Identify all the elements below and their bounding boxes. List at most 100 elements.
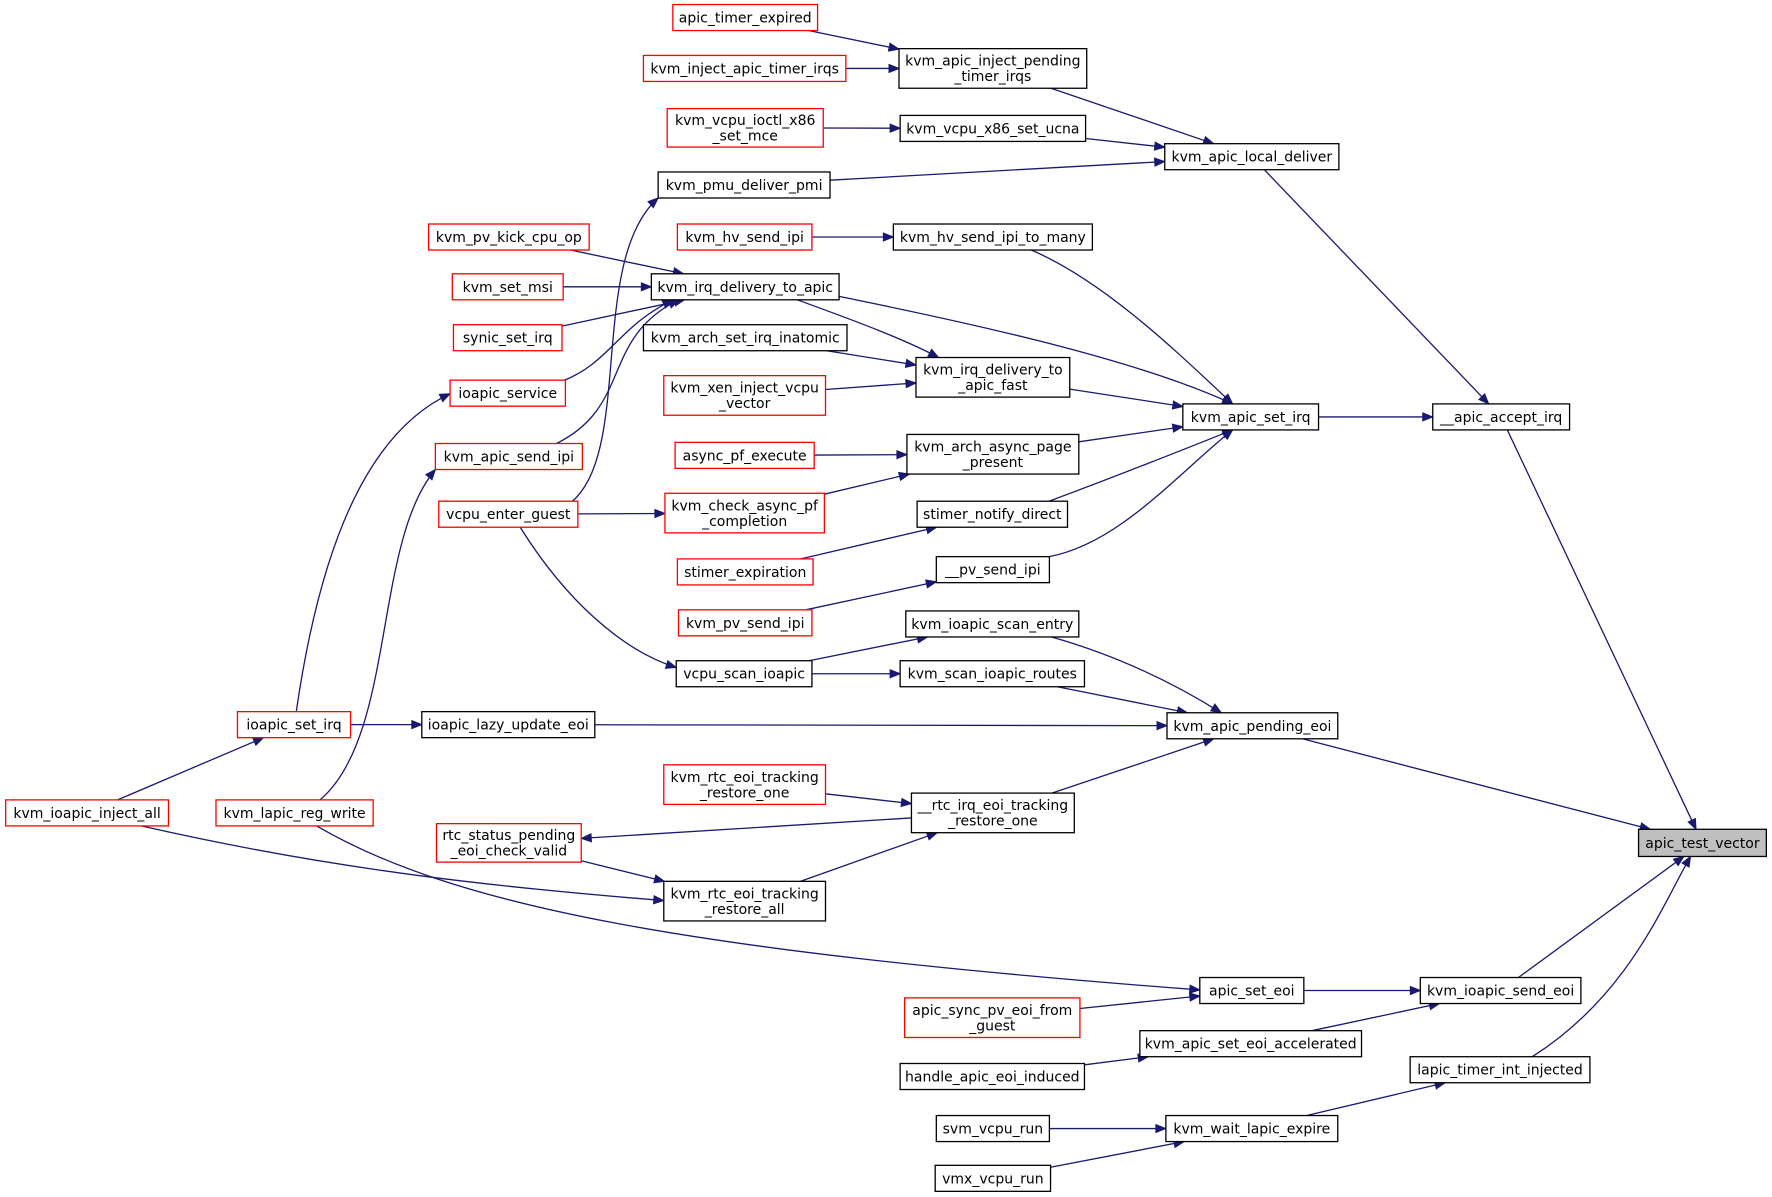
function-node-ioapic-set-irq[interactable]: ioapic_set_irq	[236, 710, 352, 739]
arrowhead	[1153, 141, 1167, 151]
node-label: kvm_irq_delivery_to_apic	[657, 280, 833, 296]
edge-line	[808, 636, 928, 662]
function-node-kvm-hv-send-ipi-to-many[interactable]: kvm_hv_send_ipi_to_many	[892, 223, 1094, 251]
arrowhead	[411, 719, 424, 730]
arrowhead	[438, 393, 452, 403]
node-box	[421, 710, 596, 739]
call-edge	[1302, 738, 1652, 832]
arrowhead	[647, 197, 660, 209]
call-edge	[1263, 169, 1490, 405]
node-box	[676, 558, 814, 586]
function-node-kvm-apic-set-eoi-accelerated[interactable]: kvm_apic_set_eoi_accelerated	[1139, 1030, 1363, 1058]
function-node-kvm-ioapic-send-eoi[interactable]: kvm_ioapic_send_eoi	[1419, 976, 1582, 1005]
call-edge	[845, 63, 901, 74]
function-node-stimer-expiration[interactable]: stimer_expiration	[676, 558, 814, 586]
call-edge	[1079, 992, 1202, 1010]
function-node-apic-sync-pv-eoi-from-guest[interactable]: apic_sync_pv_eoi_from_guest	[904, 997, 1081, 1039]
function-node-synic-set-irq[interactable]: synic_set_irq	[452, 324, 563, 352]
arrowhead	[882, 232, 895, 242]
function-node-rtc-irq-eoi-tracking-restore-one[interactable]: __rtc_irq_eoi_tracking_restore_one	[910, 792, 1075, 834]
node-label: kvm_scan_ioapic_routes	[908, 667, 1077, 683]
arrowhead	[653, 874, 666, 884]
function-node-kvm-pmu-deliver-pmi[interactable]: kvm_pmu_deliver_pmi	[657, 171, 831, 199]
call-edge	[808, 634, 929, 662]
call-edge	[825, 378, 918, 391]
function-node-vcpu-scan-ioapic[interactable]: vcpu_scan_ioapic	[675, 660, 813, 688]
function-node-kvm-apic-set-irq[interactable]: kvm_apic_set_irq	[1182, 403, 1320, 431]
function-node-apic-timer-expired[interactable]: apic_timer_expired	[672, 3, 819, 32]
function-node-apic-accept-irq[interactable]: __apic_accept_irq	[1432, 403, 1571, 431]
node-label: __rtc_irq_eoi_tracking	[917, 798, 1069, 814]
function-node-kvm-arch-set-irq-inatomic[interactable]: kvm_arch_set_irq_inatomic	[642, 324, 848, 352]
function-node-lapic-timer-int-injected[interactable]: lapic_timer_int_injected	[1409, 1056, 1591, 1084]
function-node-kvm-arch-async-page-present[interactable]: kvm_arch_async_page_present	[906, 433, 1080, 475]
function-node-kvm-apic-pending-eoi[interactable]: kvm_apic_pending_eoi	[1166, 712, 1339, 740]
function-node-kvm-ioapic-inject-all[interactable]: kvm_ioapic_inject_all	[5, 799, 170, 827]
function-node-kvm-rtc-eoi-tracking-restore-one[interactable]: kvm_rtc_eoi_tracking_restore_one	[663, 764, 827, 806]
function-node-rtc-status-pending-eoi-check-valid[interactable]: rtc_status_pending_eoi_check_valid	[435, 822, 582, 863]
function-node-async-pf-execute[interactable]: async_pf_execute	[674, 441, 815, 470]
arrowhead	[888, 63, 901, 74]
function-node-apic-test-vector[interactable]: apic_test_vector	[1637, 828, 1767, 858]
function-node-kvm-irq-delivery-to-apic[interactable]: kvm_irq_delivery_to_apic	[650, 273, 840, 301]
function-node-kvm-inject-apic-timer-irqs[interactable]: kvm_inject_apic_timer_irqs	[642, 54, 847, 83]
edge-line	[1079, 995, 1200, 1010]
function-node-kvm-apic-local-deliver[interactable]: kvm_apic_local_deliver	[1164, 143, 1340, 171]
edge-line	[1049, 429, 1234, 558]
call-edge	[800, 831, 939, 882]
node-label: async_pf_execute	[683, 448, 807, 464]
node-box	[906, 433, 1080, 475]
function-node-kvm-set-msi[interactable]: kvm_set_msi	[451, 273, 564, 301]
call-edge	[579, 817, 912, 843]
node-box	[434, 442, 584, 471]
function-node-kvm-apic-send-ipi[interactable]: kvm_apic_send_ipi	[434, 442, 584, 471]
function-node-kvm-wait-lapic-expire[interactable]: kvm_wait_lapic_expire	[1165, 1114, 1339, 1143]
function-node-stimer-notify-direct[interactable]: stimer_notify_direct	[916, 500, 1069, 528]
node-label: kvm_apic_send_ipi	[444, 450, 574, 466]
arrowhead	[251, 737, 265, 747]
arrowhead	[654, 508, 667, 519]
edge-line	[117, 737, 264, 801]
function-node-kvm-scan-ioapic-routes[interactable]: kvm_scan_ioapic_routes	[899, 660, 1086, 688]
node-box	[663, 880, 827, 922]
call-edge	[1057, 686, 1189, 716]
function-node-vcpu-enter-guest[interactable]: vcpu_enter_guest	[438, 500, 579, 528]
function-node-svm-vcpu-run[interactable]: svm_vcpu_run	[935, 1114, 1051, 1143]
call-edge	[1518, 855, 1685, 979]
call-edge	[577, 508, 667, 519]
function-node-pv-send-ipi[interactable]: __pv_send_ipi	[935, 555, 1051, 584]
node-label: ioapic_lazy_update_eoi	[428, 718, 589, 734]
call-edge	[1050, 1138, 1186, 1168]
function-node-ioapic-service[interactable]: ioapic_service	[449, 379, 567, 407]
node-box	[663, 764, 827, 806]
function-node-kvm-xen-inject-vcpu-vector[interactable]: kvm_xen_inject_vcpu_vector	[663, 374, 827, 416]
function-node-kvm-lapic-reg-write[interactable]: kvm_lapic_reg_write	[215, 799, 374, 827]
function-node-kvm-check-async-pf-completion[interactable]: kvm_check_async_pf_completion	[664, 492, 826, 534]
function-node-handle-apic-eoi-induced[interactable]: handle_apic_eoi_induced	[899, 1062, 1086, 1091]
node-label: kvm_vcpu_x86_set_ucna	[906, 121, 1079, 137]
node-label: kvm_rtc_eoi_tracking	[670, 770, 818, 786]
function-node-kvm-rtc-eoi-tracking-restore-all[interactable]: kvm_rtc_eoi_tracking_restore_all	[663, 880, 827, 922]
call-edge	[805, 579, 938, 611]
arrowhead	[1154, 157, 1167, 167]
node-box	[452, 324, 563, 352]
function-node-apic-set-eoi[interactable]: apic_set_eoi	[1199, 976, 1305, 1005]
function-node-kvm-pv-kick-cpu-op[interactable]: kvm_pv_kick_cpu_op	[427, 223, 590, 251]
edge-line	[808, 29, 900, 50]
call-edge	[811, 232, 895, 242]
function-node-kvm-ioapic-scan-entry[interactable]: kvm_ioapic_scan_entry	[905, 610, 1080, 638]
function-node-ioapic-lazy-update-eoi[interactable]: ioapic_lazy_update_eoi	[421, 710, 596, 739]
arrowhead	[1409, 985, 1422, 996]
function-node-kvm-vcpu-x86-set-ucna[interactable]: kvm_vcpu_x86_set_ucna	[899, 114, 1087, 143]
node-label: _apic_fast	[957, 378, 1028, 394]
function-node-kvm-vcpu-ioctl-x86-set-mce[interactable]: kvm_vcpu_ioctl_x86_set_mce	[666, 107, 824, 148]
node-box	[1432, 403, 1571, 431]
call-edge	[1049, 429, 1234, 558]
function-node-kvm-apic-inject-pending-timer-irqs[interactable]: kvm_apic_inject_pending_timer_irqs	[898, 47, 1088, 89]
function-node-kvm-irq-delivery-to-apic-fast[interactable]: kvm_irq_delivery_to_apic_fast	[915, 356, 1071, 398]
node-box	[892, 223, 1094, 251]
edge-line	[1051, 636, 1222, 714]
function-node-kvm-pv-send-ipi[interactable]: kvm_pv_send_ipi	[677, 609, 813, 637]
function-node-kvm-hv-send-ipi[interactable]: kvm_hv_send_ipi	[676, 223, 813, 251]
function-node-vmx-vcpu-run[interactable]: vmx_vcpu_run	[934, 1164, 1052, 1192]
